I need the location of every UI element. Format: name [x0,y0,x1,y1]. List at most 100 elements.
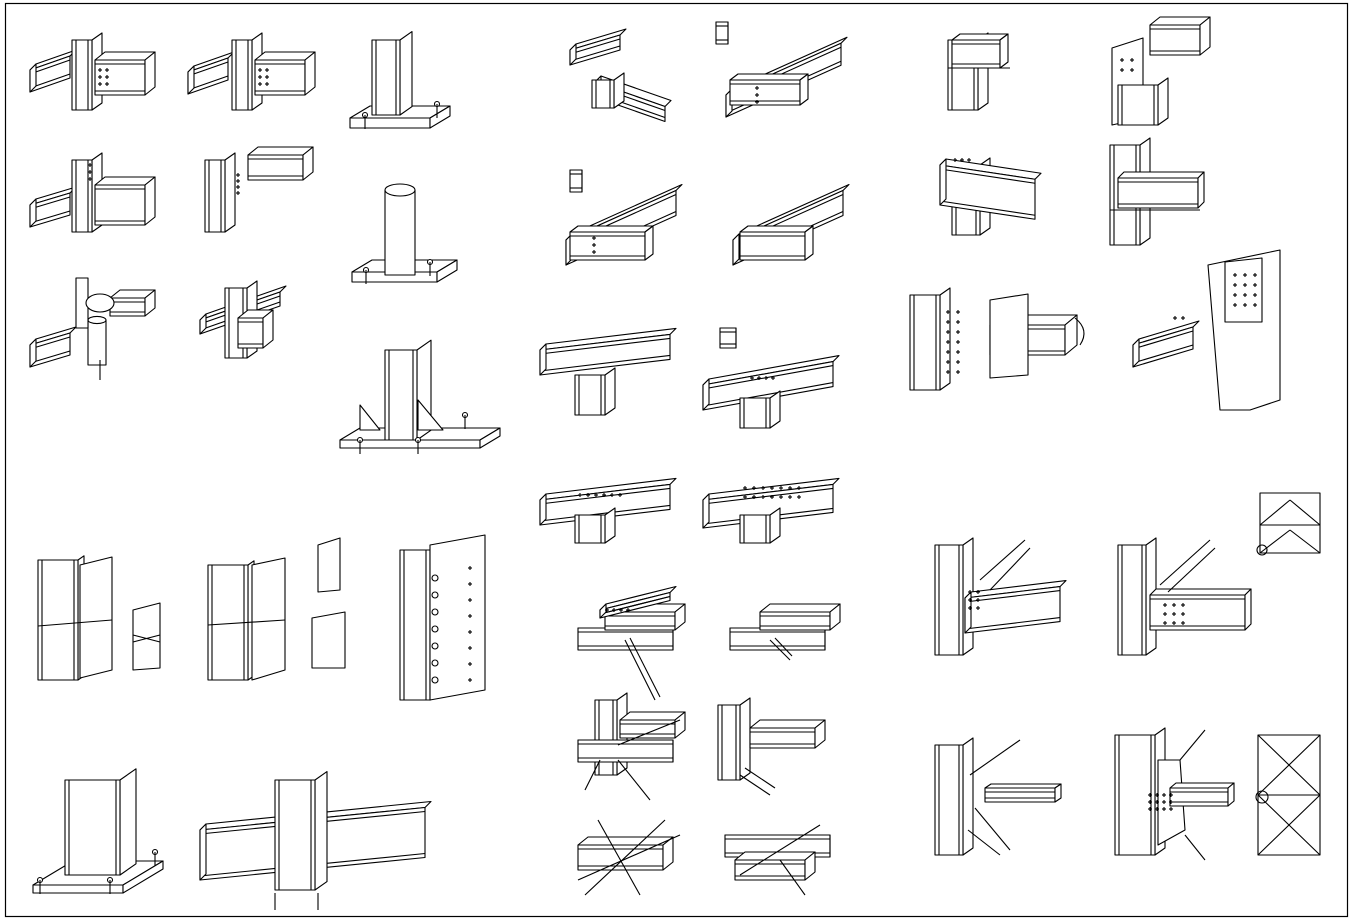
beam-end-face [199,313,207,335]
beam-top-flange [739,225,814,233]
flange-line [1132,330,1194,350]
double-brace-gusset-plate-detail [1114,727,1235,861]
stiffened-column-base-detail [339,339,501,454]
brace-line [617,719,681,746]
detail-marker-circle [1255,790,1269,804]
brace-line [617,759,651,801]
beam-end-face [644,225,654,261]
beam-end-face [1197,171,1205,209]
beam-end-face [539,493,547,526]
column-through-beam-detail [199,771,432,910]
beam-end-face [1244,588,1252,631]
beam-end-face [144,176,156,226]
bolt-hole [431,625,439,633]
flange-line [539,337,671,355]
cross-beam-column-detail [199,280,287,359]
beam-front-face [749,727,816,749]
x-braced-frame-elevation [1255,734,1321,856]
column-side-face [962,737,974,856]
flange-line [702,382,834,407]
beam-top-flange [1169,782,1235,789]
beam-front-face [577,739,674,763]
column-flange-face [371,39,401,116]
flange-line [939,200,1036,216]
sloped-rafter-to-column-detail [939,157,1042,236]
tube-body [87,319,107,366]
bolt-hole [431,642,439,650]
beam-front-face [94,59,146,96]
column-flange-face [574,374,606,416]
beam-to-column-flange-detail-1 [29,32,156,111]
column-side-face [604,367,616,416]
bolt-hole [431,659,439,667]
column-flange-face [204,159,226,233]
beam-to-girder-detail-1 [715,21,848,118]
column-side-face [224,152,236,233]
flange-line [569,45,621,62]
column-beam-stiffener-detail-1 [947,32,1010,111]
column-flange-face [37,559,79,681]
continuous-beam-over-column-1 [539,327,677,416]
rotation-arrow [1074,317,1085,346]
brace-line [779,859,806,896]
flange-line [29,73,71,89]
beam-end-face [304,51,316,96]
column-flange-face [909,294,941,391]
beam-brace-x-detail-2 [724,824,831,896]
beam-end-face [674,603,686,631]
column-splice-bolted-detail [399,534,486,701]
brace-line [979,539,1026,581]
beam-end-face [1227,782,1235,807]
beam-moment-end-plate-detail [989,293,1085,379]
flange-line [29,196,71,210]
column-flange-face [934,744,964,856]
brace-line [974,807,1011,851]
column-side-face [939,287,951,391]
beam-to-column-web-detail [29,152,156,233]
beam-top-flange [749,719,826,729]
beam-top-flange [247,146,314,156]
weld-detail-1 [132,602,161,671]
weld-block [311,611,346,669]
beam-end-face [144,51,156,96]
brace-line [739,774,771,796]
tapered-column-splice-detail [1207,249,1281,411]
beam-front-face [577,627,674,651]
flange-line [29,59,71,75]
column-beam-brace-detail [717,697,826,796]
beam-end-face [999,33,1009,69]
beam-top-flange [759,603,841,613]
flange-line [1132,344,1194,364]
flange-line [187,75,229,91]
box-column-base-detail [32,768,164,894]
column-flange-face [71,39,93,111]
flange-line [29,350,71,364]
beam-top-flange [1117,171,1205,179]
beam-front-face [719,327,737,349]
brace-line [739,824,821,876]
beam-front-face [604,611,676,631]
column-splice-detail-2 [207,557,286,681]
column-brace-cross-detail [577,692,686,801]
flange-line [539,354,671,372]
beam-front-face [619,719,676,739]
beam-to-girder-detail-2 [565,169,683,266]
beam-end-face [804,225,814,261]
brace-line [1167,547,1216,593]
bolt-hole [431,574,439,582]
flange-line [939,168,1036,184]
column-base-plate-detail-1 [349,31,451,129]
column-splice-detail-1 [37,555,113,681]
beam-top-flange [984,783,1062,789]
brace-line [969,739,1021,776]
weld-block [132,602,161,671]
splice-plate [429,534,486,701]
flange-line [29,210,71,224]
column-flange-face [64,779,121,876]
drawing-border [4,2,1349,918]
column-side-face [769,390,781,429]
column-flange-face [71,159,93,233]
column-flange-face [274,779,316,891]
